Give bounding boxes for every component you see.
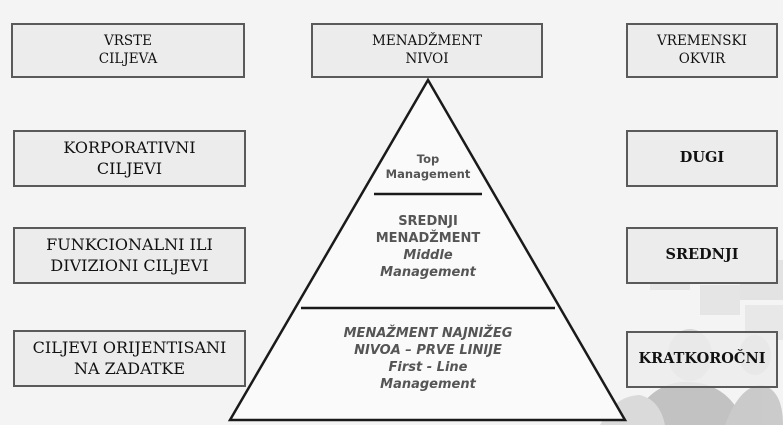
pyramid-outline <box>227 77 628 422</box>
header-time-frame-line2: OKVIR <box>678 50 726 67</box>
pyramid-level-bottom-line3: First - Line <box>388 359 468 375</box>
pyramid-level-middle-line2: MENADŽMENT <box>375 230 481 246</box>
pyramid-level-bottom-line1: MENAŽMENT NAJNIŽEG <box>343 326 513 341</box>
header-goal-types: VRSTE CILJEVA <box>11 23 245 78</box>
pyramid-level-top-line1: Top <box>416 152 440 166</box>
pyramid-level-top: Top Management <box>368 152 488 182</box>
goal-type-functional-line1: FUNKCIONALNI ILI <box>46 234 213 254</box>
time-frame-long: DUGI <box>626 130 778 187</box>
goal-type-functional-line2: DIVIZIONI CILJEVI <box>50 255 209 275</box>
header-management-levels: MENADŽMENT NIVOI <box>311 23 543 78</box>
goal-type-corporate-line1: KORPORATIVNI <box>63 137 196 157</box>
header-management-levels-line1: MENADŽMENT <box>372 32 482 49</box>
goal-type-functional: FUNKCIONALNI ILI DIVIZIONI CILJEVI <box>13 227 246 284</box>
pyramid-level-middle-line3: Middle <box>403 247 453 263</box>
pyramid-level-bottom-line4: Management <box>380 376 476 392</box>
pyramid-level-bottom: MENAŽMENT NAJNIŽEG NIVOA – PRVE LINIJE F… <box>308 326 548 394</box>
goal-type-corporate: KORPORATIVNI CILJEVI <box>13 130 246 187</box>
time-frame-long-label: DUGI <box>679 149 725 167</box>
pyramid-level-middle-line4: Management <box>380 264 476 280</box>
goal-type-task: CILJEVI ORIJENTISANI NA ZADATKE <box>13 330 246 387</box>
goal-type-task-line2: NA ZADATKE <box>73 358 186 378</box>
pyramid-level-bottom-line2: NIVOA – PRVE LINIJE <box>354 342 502 358</box>
time-frame-medium: SREDNJI <box>626 227 778 284</box>
header-time-frame-line1: VREMENSKI <box>657 32 747 49</box>
goal-type-task-line1: CILJEVI ORIJENTISANI <box>32 337 227 357</box>
time-frame-short: KRATKOROČNI <box>626 331 778 388</box>
goal-type-corporate-line2: CILJEVI <box>96 158 163 178</box>
header-time-frame: VREMENSKI OKVIR <box>626 23 778 78</box>
pyramid-level-middle-line1: SREDNJI <box>398 214 458 229</box>
pyramid-level-top-line2: Management <box>385 166 471 181</box>
time-frame-medium-label: SREDNJI <box>665 246 739 264</box>
header-goal-types-line1: VRSTE <box>103 32 153 49</box>
header-management-levels-line2: NIVOI <box>405 50 449 67</box>
time-frame-short-label: KRATKOROČNI <box>638 350 766 368</box>
pyramid-level-middle: SREDNJI MENADŽMENT Middle Management <box>328 214 528 282</box>
header-goal-types-line2: CILJEVA <box>98 50 158 67</box>
